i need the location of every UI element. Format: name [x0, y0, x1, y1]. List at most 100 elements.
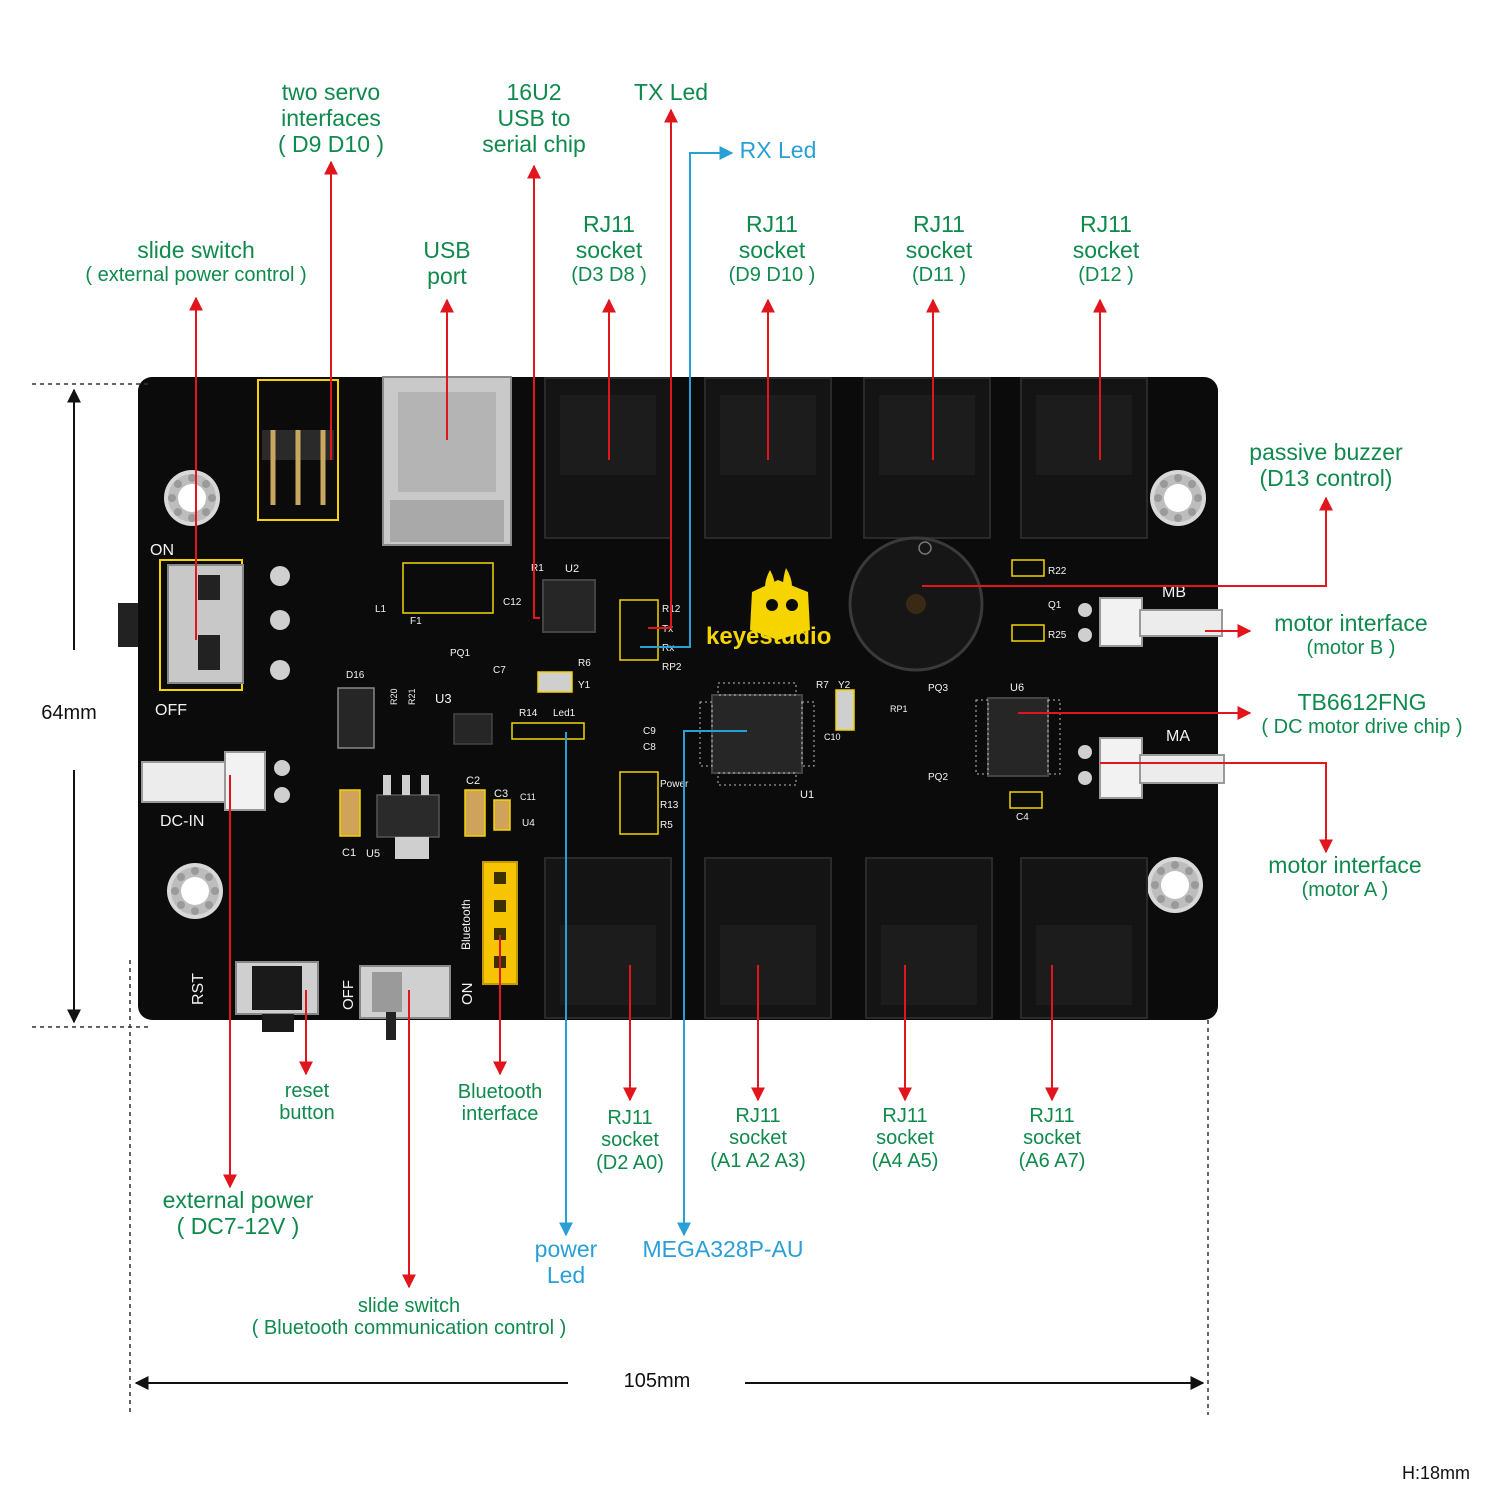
label-tx-led: TX Led [633, 79, 709, 106]
jst-connector-icon [141, 751, 290, 811]
label-usb-chip: 16U2 USB to serial chip [482, 79, 586, 157]
label-motor-b: motor interface (motor B ) [1274, 610, 1428, 659]
silk-c8: C8 [643, 742, 656, 753]
silk-pq1: PQ1 [450, 648, 470, 659]
label-rj11-a4a5-line3: (A4 A5) [871, 1149, 939, 1172]
label-mcu: MEGA328P-AU [642, 1236, 804, 1263]
silk-pq3: PQ3 [928, 683, 948, 694]
label-motor-a-line1: motor interface [1268, 852, 1422, 878]
label-slide-switch-bt-line2: ( Bluetooth communication control ) [251, 1317, 567, 1340]
silk-c7: C7 [493, 665, 506, 676]
silk-c10: C10 [824, 732, 841, 742]
keyestudio-logo-icon [750, 568, 810, 640]
r25-icon [1011, 624, 1045, 642]
silk-c3: C3 [494, 788, 508, 800]
capacitor-c2-icon [464, 789, 486, 837]
silk-power: Power [660, 779, 689, 790]
silk-c11: C11 [520, 792, 536, 802]
silk-r13: R13 [660, 800, 679, 811]
label-motor-b-line2: (motor B ) [1306, 636, 1396, 659]
silk-r20: R20 [389, 688, 399, 705]
silk-r5: R5 [660, 820, 673, 831]
label-usb-port: USB port [423, 237, 471, 290]
label-buzzer-line1: passive buzzer [1249, 439, 1403, 465]
label-rj11-d2a0-line3: (D2 A0) [596, 1151, 664, 1174]
dimension-width: 105mm [624, 1370, 691, 1392]
silk-l1: L1 [375, 604, 387, 615]
label-rj11-a6a7-line2: socket [1023, 1127, 1081, 1150]
brand-logo-text: keyestudio [706, 623, 831, 650]
dimension-thickness-value: H:18mm [1401, 1463, 1471, 1483]
mounting-hole-icon [167, 863, 223, 919]
label-mcu-line1: MEGA328P-AU [642, 1236, 804, 1262]
label-motor-b-line1: motor interface [1274, 610, 1428, 636]
label-rj11-d2a0-line2: socket [601, 1129, 659, 1152]
mounting-hole-icon [164, 470, 220, 526]
tx-rx-led-icon [619, 599, 659, 661]
silk-u1: U1 [800, 789, 814, 801]
silk-tx: Tx [662, 624, 673, 635]
label-rj11-d12-line3: (D12 ) [1078, 263, 1134, 286]
dimension-height: 64mm [41, 702, 97, 724]
label-servo-line1: two servo [281, 79, 381, 105]
label-rj11-d11: RJ11 socket (D11 ) [905, 211, 973, 286]
label-rj11-d9d10-line1: RJ11 [745, 211, 798, 237]
label-rj11-d3d8: RJ11 socket (D3 D8 ) [571, 211, 647, 286]
silk-u5: U5 [366, 848, 380, 860]
label-usb-port-line1: USB [423, 237, 471, 263]
label-usb-chip-line2: USB to [497, 104, 571, 131]
silk-dc-in: DC-IN [160, 813, 204, 830]
silk-d16: D16 [346, 670, 365, 681]
silk-c2: C2 [466, 775, 480, 787]
label-rj11-a6a7-line1: RJ11 [1029, 1105, 1075, 1127]
rj11-socket-icon [865, 857, 993, 1019]
label-servo-line2: interfaces [281, 104, 381, 131]
label-rj11-d11-line2: socket [905, 236, 973, 263]
label-rj11-a1a2a3: RJ11 socket (A1 A2 A3) [710, 1105, 806, 1172]
crystal-y1-icon [537, 671, 573, 693]
silk-r25: R25 [1048, 630, 1067, 641]
silk-r7: R7 [816, 680, 829, 691]
dimension-height-value: 64mm [41, 702, 97, 724]
rj11-socket-icon [704, 857, 832, 1019]
silk-r6: R6 [578, 658, 591, 669]
slide-switch-icon [118, 559, 290, 691]
buzzer-icon [848, 536, 984, 672]
motor-b-connector-icon [1078, 597, 1223, 647]
label-usb-port-line2: port [427, 262, 467, 289]
u3-chip-icon [453, 713, 493, 745]
silk-led1: Led1 [553, 708, 576, 719]
label-rj11-d11-line1: RJ11 [912, 211, 965, 237]
silk-c12: C12 [503, 597, 522, 608]
label-driver-chip-line1: TB6612FNG [1297, 689, 1427, 715]
silk-c1: C1 [342, 847, 356, 859]
rj11-socket-icon [863, 377, 991, 539]
silk-rp2: RP2 [662, 662, 682, 673]
label-power-led-line1: power [534, 1236, 598, 1262]
label-rj11-d9d10-line3: (D9 D10 ) [728, 263, 816, 286]
label-tx-led-line1: TX Led [633, 79, 709, 105]
capacitor-c1-icon [339, 789, 361, 837]
rj11-socket-icon [1020, 377, 1148, 539]
label-rj11-a4a5: RJ11 socket (A4 A5) [872, 1105, 939, 1172]
silk-f1: F1 [410, 616, 422, 627]
label-ext-power-line2: ( DC7-12V ) [176, 1212, 300, 1239]
silk-u4: U4 [522, 818, 535, 829]
label-slide-switch-bt: slide switch ( Bluetooth communication c… [252, 1295, 567, 1340]
label-rj11-a1a2a3-line3: (A1 A2 A3) [710, 1149, 806, 1172]
label-rj11-d12: RJ11 socket (D12 ) [1073, 211, 1139, 286]
label-rj11-d3d8-line2: socket [575, 236, 643, 263]
silk-u6: U6 [1010, 682, 1024, 694]
label-rj11-a4a5-line1: RJ11 [882, 1105, 928, 1127]
label-slide-switch-bt-line1: slide switch [357, 1295, 461, 1317]
silk-bluetooth: Bluetooth [459, 899, 473, 950]
label-rj11-d3d8-line3: (D3 D8 ) [571, 263, 647, 286]
silk-pq2: PQ2 [928, 772, 948, 783]
label-reset-line2: button [279, 1102, 335, 1125]
diode-icon [337, 687, 375, 749]
label-slide-switch-power: slide switch ( external power control ) [85, 237, 306, 286]
red-arrows [189, 108, 1333, 1289]
rj11-socket-icon [1020, 857, 1148, 1019]
